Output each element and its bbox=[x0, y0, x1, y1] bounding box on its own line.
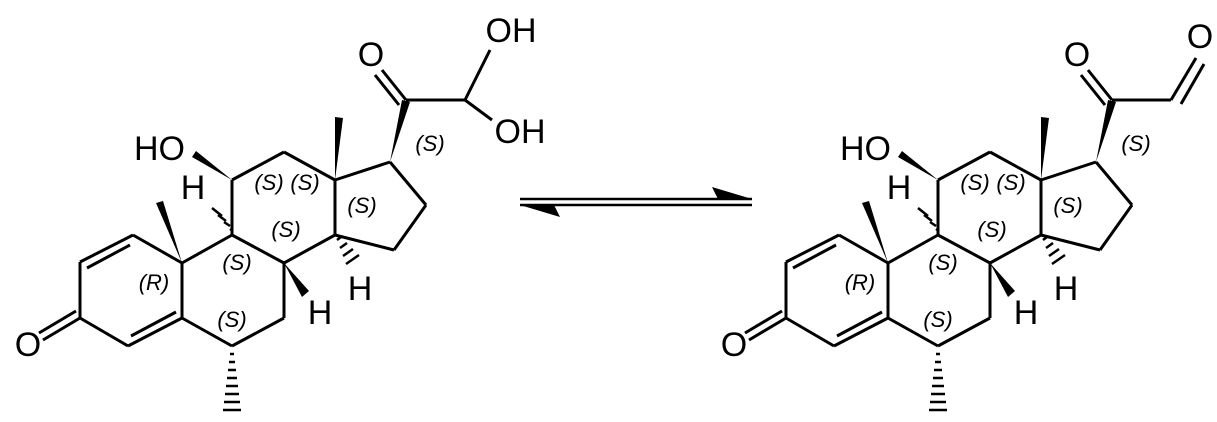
bond bbox=[836, 310, 883, 338]
wedge-bond bbox=[862, 201, 888, 263]
bond bbox=[181, 233, 233, 265]
wedge-bond bbox=[156, 201, 182, 263]
bond bbox=[392, 204, 428, 251]
stereo-descriptor: (S) bbox=[217, 307, 246, 332]
carbonyl-oxygen-label: O bbox=[358, 36, 384, 74]
bond bbox=[833, 316, 889, 348]
bond bbox=[373, 74, 401, 106]
stereo-descriptor: (S) bbox=[271, 217, 300, 242]
bond bbox=[181, 316, 233, 348]
stereo-descriptor: (S) bbox=[290, 170, 319, 195]
bond bbox=[231, 150, 285, 182]
wedge-bond bbox=[390, 100, 410, 162]
stereo-descriptor: (S) bbox=[977, 217, 1006, 242]
bond bbox=[838, 233, 889, 265]
bond bbox=[132, 233, 183, 265]
bond bbox=[380, 69, 408, 101]
ketone-oxygen-label: O bbox=[721, 326, 747, 364]
hash-bond bbox=[929, 352, 947, 412]
bond bbox=[1079, 74, 1107, 106]
stereo-descriptor: (S) bbox=[415, 131, 444, 156]
stereo-descriptor: (S) bbox=[1053, 193, 1082, 218]
bond bbox=[38, 309, 77, 335]
bond bbox=[785, 233, 840, 264]
aldehyde-oxygen-label: O bbox=[1187, 18, 1213, 56]
molecule-hydrate: O HO H H H O OH OH (R) (S) (S) (S) (S) (… bbox=[15, 12, 546, 412]
wedge-bond bbox=[990, 263, 1015, 297]
hydroxyl-label: OH bbox=[486, 12, 537, 50]
stereo-descriptor: (S) bbox=[254, 170, 283, 195]
bond bbox=[887, 233, 939, 265]
bond bbox=[283, 233, 336, 265]
bond bbox=[937, 316, 991, 348]
hydroxyl-label: OH bbox=[495, 113, 546, 151]
stereo-descriptor: (S) bbox=[347, 193, 376, 218]
wedge-bond bbox=[192, 151, 232, 180]
bond bbox=[887, 316, 939, 348]
bond bbox=[1179, 63, 1206, 105]
bond bbox=[334, 160, 391, 182]
wedge-bond bbox=[898, 151, 938, 180]
carbonyl-oxygen-label: O bbox=[1064, 36, 1090, 74]
stereo-descriptor: (S) bbox=[923, 307, 952, 332]
hydroxyl-label: HO bbox=[840, 130, 891, 168]
bond bbox=[231, 316, 285, 348]
bond bbox=[1040, 160, 1097, 182]
bond bbox=[937, 150, 991, 182]
ketone-oxygen-label: O bbox=[15, 326, 41, 364]
molecule-aldehyde: O HO H H H O O (R) (S) (S) (S) (S) (S) (… bbox=[721, 18, 1213, 412]
stereo-descriptor: (S) bbox=[960, 170, 989, 195]
bond bbox=[42, 316, 81, 342]
hash-bond bbox=[223, 352, 241, 412]
hydrogen-label: H bbox=[1054, 270, 1079, 308]
hydrogen-label: H bbox=[181, 169, 206, 207]
bond bbox=[1098, 204, 1134, 251]
hash-bond bbox=[917, 207, 940, 233]
stereo-descriptor: (S) bbox=[222, 250, 251, 275]
bond bbox=[388, 161, 428, 206]
stereo-descriptor: (S) bbox=[928, 250, 957, 275]
bond bbox=[464, 98, 493, 122]
equilibrium-arrow bbox=[520, 187, 752, 217]
bond bbox=[79, 233, 134, 264]
bond bbox=[785, 316, 835, 348]
hydrogen-label: H bbox=[348, 270, 373, 308]
bond bbox=[79, 316, 129, 348]
stereo-descriptor: (R) bbox=[845, 270, 876, 295]
bond bbox=[792, 243, 837, 270]
bond bbox=[1086, 69, 1114, 101]
stereo-descriptor: (S) bbox=[996, 170, 1025, 195]
bond bbox=[937, 233, 991, 265]
bond bbox=[127, 316, 183, 348]
hydrogen-label: H bbox=[1014, 294, 1039, 332]
bond bbox=[744, 309, 783, 335]
wedge-bond bbox=[1096, 100, 1116, 162]
bond bbox=[334, 233, 395, 252]
bond bbox=[86, 243, 131, 270]
bond bbox=[748, 316, 787, 342]
hydrogen-label: H bbox=[308, 294, 333, 332]
bond bbox=[1094, 161, 1134, 206]
bond bbox=[463, 49, 492, 101]
hash-bond bbox=[211, 207, 234, 233]
wedge-bond bbox=[335, 117, 343, 180]
bond bbox=[130, 310, 177, 338]
hydroxyl-label: HO bbox=[134, 130, 185, 168]
bond bbox=[1169, 57, 1198, 101]
hydrogen-label: H bbox=[887, 169, 912, 207]
stereo-descriptor: (R) bbox=[139, 270, 170, 295]
bond bbox=[1040, 233, 1101, 252]
bond bbox=[989, 150, 1042, 182]
wedge-bond bbox=[284, 263, 309, 297]
stereo-descriptor: (S) bbox=[1121, 131, 1150, 156]
bond bbox=[283, 150, 336, 182]
wedge-bond bbox=[1041, 117, 1049, 180]
bond bbox=[989, 233, 1042, 265]
hash-bond bbox=[336, 236, 360, 266]
hash-bond bbox=[1042, 236, 1066, 266]
bond bbox=[231, 233, 285, 265]
